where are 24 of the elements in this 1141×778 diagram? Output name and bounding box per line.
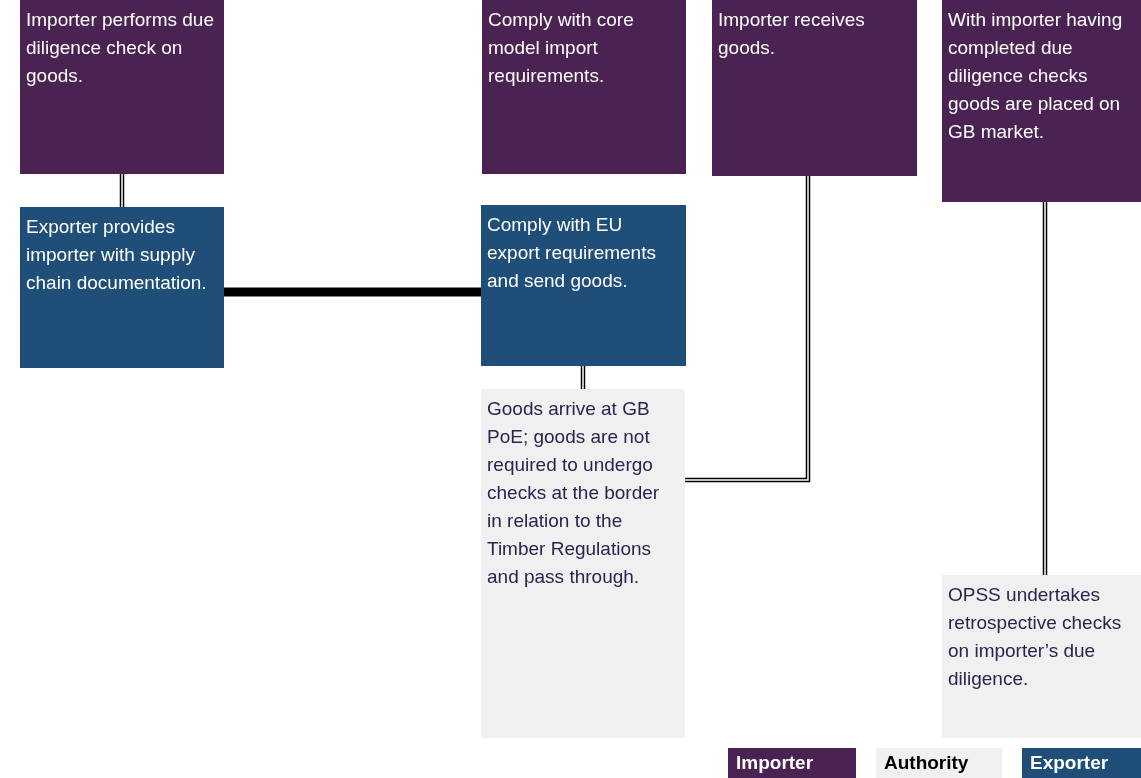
process-box bbox=[942, 575, 1141, 738]
step-text: Comply with EU export requirements and send goods. bbox=[487, 213, 657, 293]
process-box bbox=[481, 205, 686, 366]
step-text: Goods arrive at GB PoE; goods are not required to undergo checks at the border in relation to the Timber Regulations and pass through. bbox=[487, 397, 661, 589]
connector-line bbox=[580, 366, 586, 389]
process-box bbox=[20, 0, 224, 174]
process-box bbox=[942, 0, 1141, 202]
legend-key: Authority bbox=[876, 748, 1002, 778]
process-box bbox=[712, 0, 917, 176]
process-box bbox=[20, 207, 224, 368]
connector-line bbox=[685, 176, 811, 483]
step-text: OPSS undertakes retrospective checks on importer’s due diligence. bbox=[948, 583, 1123, 691]
process-box bbox=[482, 0, 686, 174]
legend-key: Importer bbox=[728, 748, 856, 778]
connector-line bbox=[1042, 202, 1048, 575]
connector-line bbox=[224, 287, 481, 297]
step-text: With importer having completed due diligence checks goods are placed on GB market. bbox=[948, 8, 1124, 144]
step-text: Importer performs due diligence check on goods. bbox=[26, 8, 215, 88]
legend-key: Exporter bbox=[1022, 748, 1141, 778]
step-text: Importer receives goods. bbox=[718, 8, 866, 60]
step-text: Comply with core model import requirements. bbox=[488, 8, 635, 88]
process-box bbox=[481, 389, 685, 738]
step-text: Exporter provides importer with supply chain documentation. bbox=[26, 215, 208, 295]
connector-line bbox=[119, 174, 125, 207]
